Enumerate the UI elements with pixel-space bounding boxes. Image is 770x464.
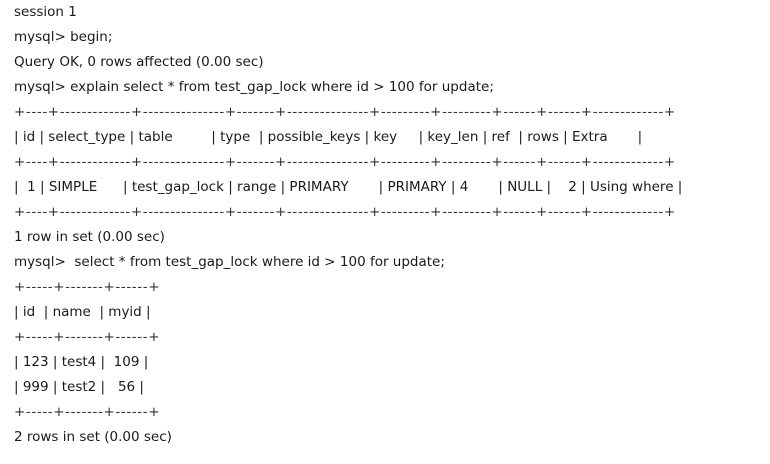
command-select: mysql> select * from test_gap_lock where… bbox=[14, 254, 445, 270]
explain-table-border-mid: +----+-------------+---------------+----… bbox=[14, 154, 676, 170]
result-table-row: | 123 | test4 | 109 | bbox=[14, 354, 149, 370]
result-table-border-top: +-----+-------+------+ bbox=[14, 279, 161, 295]
result-table-border-mid: +-----+-------+------+ bbox=[14, 329, 161, 345]
explain-row-count: 1 row in set (0.00 sec) bbox=[14, 229, 165, 245]
explain-table-border-bottom: +----+-------------+---------------+----… bbox=[14, 204, 676, 220]
command-explain: mysql> explain select * from test_gap_lo… bbox=[14, 79, 494, 95]
explain-table-header: | id | select_type | table | type | poss… bbox=[14, 129, 643, 145]
result-row-count: 2 rows in set (0.00 sec) bbox=[14, 429, 172, 445]
query-ok-message: Query OK, 0 rows affected (0.00 sec) bbox=[14, 54, 264, 70]
explain-table-row: | 1 | SIMPLE | test_gap_lock | range | P… bbox=[14, 179, 683, 195]
result-table-border-bottom: +-----+-------+------+ bbox=[14, 404, 161, 420]
session-label: session 1 bbox=[14, 4, 77, 20]
result-table-row: | 999 | test2 | 56 | bbox=[14, 379, 144, 395]
command-begin: mysql> begin; bbox=[14, 29, 113, 45]
result-table-header: | id | name | myid | bbox=[14, 304, 151, 320]
explain-table-border-top: +----+-------------+---------------+----… bbox=[14, 104, 676, 120]
